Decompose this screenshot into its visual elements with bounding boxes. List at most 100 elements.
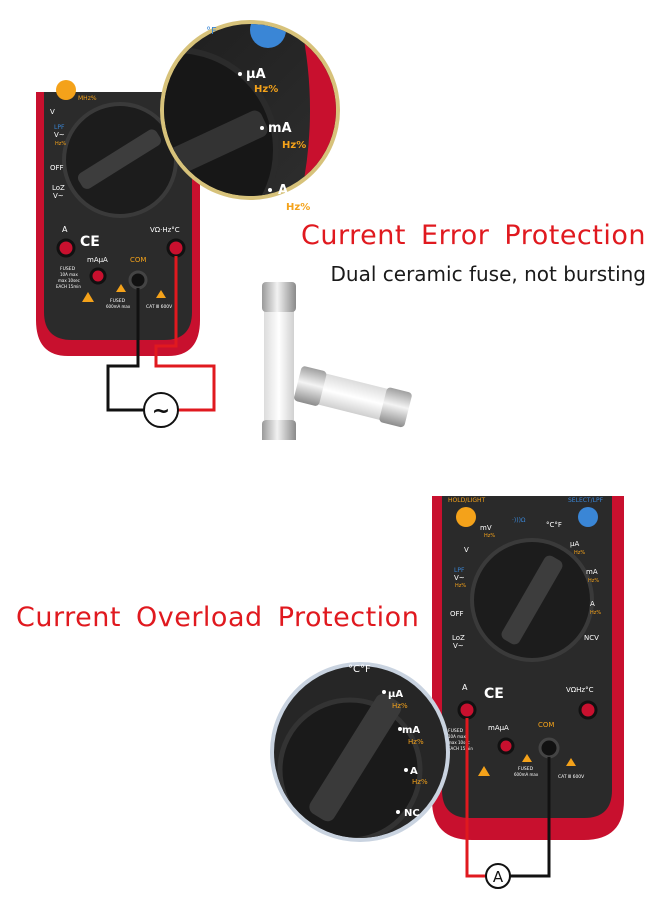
- bottom-terminal-v: [578, 700, 598, 720]
- bottom-fused-mid: FUSED: [518, 766, 534, 772]
- top-zoom-a: A: [278, 183, 288, 198]
- top-label-hz: Hz%: [55, 141, 66, 147]
- bottom-lead-black: [510, 757, 551, 878]
- top-terminal-maua: [89, 267, 107, 285]
- bottom-label-temp: °C°F: [546, 521, 562, 529]
- bottom-terminal-v-label: VΩHz°C: [566, 686, 594, 694]
- top-terminal-com-label: COM: [130, 256, 146, 264]
- top-label-vdc: V: [50, 108, 55, 116]
- top-section-subtitle: Dual ceramic fuse, not bursting: [330, 262, 646, 286]
- top-ce-mark: CE: [80, 234, 100, 250]
- bottom-section-title: Current Overload Protection: [16, 602, 420, 633]
- bottom-label-a-hz: Hz%: [590, 610, 601, 616]
- top-zoom-ua: μA: [246, 67, 266, 82]
- bottom-select-button: [578, 507, 598, 527]
- bottom-label-ua: μA: [570, 540, 579, 548]
- bottom-warning-icon-3: [566, 758, 576, 766]
- top-label-loz: LoZ: [52, 184, 65, 192]
- top-warning-icon-2: [116, 284, 126, 292]
- top-terminal-maua-label: mAμA: [87, 256, 108, 264]
- top-terminal-v-label: VΩ·Hz°C: [150, 226, 180, 234]
- bottom-label-loz-v: V~: [453, 642, 464, 650]
- bottom-multimeter-image: HOLD/LIGHT SELECT/LPF mV Hz% ·)))Ω °C°F …: [270, 496, 624, 889]
- bottom-fused-left-3: max 10sec: [448, 740, 470, 745]
- bottom-terminal-maua: [497, 737, 515, 755]
- top-warning-icon-3: [156, 290, 166, 298]
- top-label-off: OFF: [50, 164, 64, 172]
- top-meter-dial-pointer: [77, 129, 161, 189]
- top-zoom-ua-hz: Hz%: [254, 84, 278, 95]
- bottom-label-a: A: [590, 600, 595, 608]
- bottom-hold-button: [456, 507, 476, 527]
- bottom-terminal-a: [457, 700, 477, 720]
- bottom-fused-mid-2: 600mA max: [514, 772, 539, 777]
- bottom-label-diode: ·)))Ω: [512, 517, 526, 524]
- bottom-fused-left-2: 10A max: [448, 734, 466, 739]
- bottom-label-hz: Hz%: [455, 583, 466, 589]
- top-label-freq: MHz%: [78, 95, 97, 102]
- top-section-title: Current Error Protection: [301, 220, 646, 251]
- bottom-zoom-temp: °C°F: [348, 664, 371, 675]
- top-fused-mid-2: 600mA max: [106, 304, 131, 309]
- bottom-zoom-ma: mA: [402, 725, 420, 736]
- bottom-label-ma-hz: Hz%: [588, 578, 599, 584]
- bottom-ammeter-symbol-circle: [485, 863, 511, 889]
- top-ac-symbol: ~: [152, 399, 170, 424]
- top-ac-source: [143, 392, 179, 428]
- bottom-hold-label: HOLD/LIGHT: [448, 497, 485, 504]
- bottom-warning-icon: [478, 766, 490, 776]
- top-fused-left-4: EACH 15min: [56, 284, 81, 289]
- top-terminal-a-label: A: [62, 225, 68, 234]
- top-meter-orange-button: [56, 80, 76, 100]
- top-fused-left: FUSED: [60, 266, 76, 272]
- bottom-zoom-ua-hz: Hz%: [392, 702, 408, 710]
- top-multimeter-image: MHz% V LPF V~ Hz% OFF LoZ V~ CE A mAμA C…: [36, 20, 412, 440]
- top-fused-left-2: 10A max: [60, 272, 78, 277]
- top-cat-label: CAT Ⅲ 600V: [146, 304, 173, 310]
- bottom-ce-mark: CE: [484, 686, 504, 702]
- top-label-lpf: LPF: [54, 124, 65, 131]
- top-zoom-ma-hz: Hz%: [282, 140, 306, 151]
- bottom-zoom-a-hz: Hz%: [412, 778, 428, 786]
- bottom-terminal-a-label: A: [462, 683, 468, 692]
- bottom-label-vdc: V: [464, 546, 469, 554]
- bottom-label-mv: mV: [480, 524, 492, 532]
- top-zoom-f-label: °F: [206, 26, 217, 37]
- bottom-label-loz: LoZ: [452, 634, 465, 642]
- bottom-ammeter-symbol: A: [493, 868, 504, 886]
- top-lead-red: [154, 256, 216, 412]
- bottom-cat-label: CAT Ⅲ 600V: [558, 774, 585, 780]
- bottom-fused-left: FUSED: [448, 728, 464, 734]
- bottom-zoom-ua: μA: [388, 689, 403, 700]
- top-zoom-ma: mA: [268, 121, 292, 136]
- top-lead-black: [106, 288, 145, 412]
- top-zoom-blue-button: [250, 24, 286, 48]
- bottom-terminal-com-label: COM: [538, 721, 554, 729]
- top-warning-icon: [82, 292, 94, 302]
- fuse-horizontal: [294, 366, 412, 428]
- bottom-select-label: SELECT/LPF: [568, 497, 604, 504]
- top-label-loz-v: V~: [53, 192, 64, 200]
- top-terminal-v: [166, 238, 186, 258]
- bottom-warning-icon-2: [522, 754, 532, 762]
- bottom-zoom-ma-hz: Hz%: [408, 738, 424, 746]
- bottom-terminal-com: [538, 737, 560, 759]
- bottom-label-lpf: LPF: [454, 567, 465, 574]
- bottom-zoom-pointer: [309, 693, 402, 822]
- top-label-vac: V~: [54, 131, 65, 139]
- bottom-zoom-ncv: NC: [404, 808, 420, 819]
- fuse-vertical: [262, 282, 296, 440]
- bottom-label-off: OFF: [450, 610, 464, 618]
- top-fused-left-3: max 10sec: [58, 278, 80, 283]
- bottom-label-ma: mA: [586, 568, 598, 576]
- bottom-label-mv-hz: Hz%: [484, 533, 495, 539]
- top-zoom-a-hz: Hz%: [286, 202, 310, 213]
- bottom-zoom-a: A: [410, 766, 418, 777]
- bottom-label-ua-hz: Hz%: [574, 550, 585, 556]
- top-fused-mid: FUSED: [110, 298, 126, 304]
- bottom-lead-red: [465, 718, 486, 878]
- bottom-fused-left-4: EACH 15min: [448, 746, 473, 751]
- top-terminal-a: [56, 238, 76, 258]
- bottom-label-vac: V~: [454, 574, 465, 582]
- bottom-label-ncv: NCV: [584, 634, 599, 642]
